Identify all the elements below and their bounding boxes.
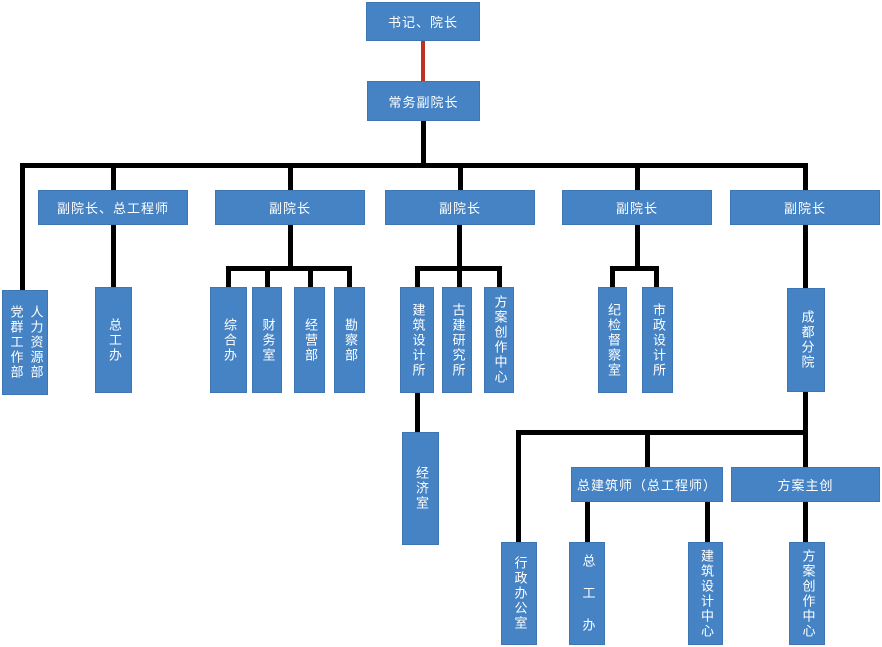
node-label: 方案创作中心: [800, 548, 816, 639]
connector-line: [457, 225, 462, 287]
node-municipal-design-institute[interactable]: 市政设计所: [642, 287, 673, 393]
node-chengdu-branch[interactable]: 成都分院: [787, 288, 825, 392]
node-label-party-mass-dept: 党群工作部: [8, 305, 24, 380]
connector-line: [516, 430, 808, 435]
connector-line: [635, 225, 640, 271]
node-label: 行政办公室: [512, 556, 528, 631]
connector-line: [415, 266, 502, 271]
connector-line: [226, 266, 231, 287]
connector-line: [497, 266, 502, 287]
node-executive-vice-dean[interactable]: 常务副院长: [367, 81, 480, 121]
node-label: 财务室: [260, 317, 276, 363]
node-label: 建筑设计所: [410, 302, 426, 378]
node-party-mass-and-hr-dept[interactable]: 党群工作部 人力资源部: [2, 290, 48, 395]
connector-line: [458, 163, 463, 190]
node-label: 方案创作中心: [492, 295, 508, 385]
node-scheme-lead[interactable]: 方案主创: [731, 467, 880, 502]
connector-line: [288, 163, 293, 190]
connector-line: [516, 430, 521, 542]
node-label: 市政设计所: [650, 302, 666, 378]
node-vice-dean-4[interactable]: 副院长: [730, 190, 880, 225]
connector-line: [111, 163, 116, 190]
connector-line: [226, 266, 352, 271]
connector-line: [610, 266, 659, 271]
node-label: 总工办: [106, 317, 122, 363]
node-label: 副院长: [268, 201, 311, 216]
node-vice-dean-1[interactable]: 副院长: [215, 190, 365, 225]
connector-line: [635, 163, 640, 190]
node-label: 建筑设计中心: [698, 548, 714, 639]
node-architecture-design-institute[interactable]: 建筑设计所: [400, 287, 434, 393]
node-vice-dean-3[interactable]: 副院长: [562, 190, 712, 225]
node-survey-dept[interactable]: 勘察部: [334, 287, 365, 393]
node-general-office[interactable]: 综合办: [210, 287, 247, 393]
connector-line: [347, 266, 352, 287]
node-label: 勘察部: [342, 317, 358, 363]
node-label: 综合办: [221, 317, 237, 363]
node-chief-engineer-office[interactable]: 总工办: [95, 287, 132, 393]
node-label: 常务副院长: [388, 94, 459, 110]
node-secretary-dean[interactable]: 书记、院长: [366, 2, 480, 41]
connector-line: [308, 266, 313, 287]
node-label: 成都分院: [799, 310, 815, 370]
node-label: 纪检督察室: [605, 302, 621, 378]
node-discipline-inspection-office[interactable]: 纪检督察室: [598, 287, 627, 393]
connector-line: [585, 502, 590, 542]
node-label: 总建筑师（总工程师）: [576, 478, 717, 493]
node-label: 方案主创: [777, 478, 834, 493]
node-ancient-architecture-institute[interactable]: 古建研究所: [442, 287, 472, 393]
node-label: 副院长: [615, 201, 658, 216]
node-economics-office[interactable]: 经济室: [402, 432, 439, 545]
node-label: 总 工 办: [580, 554, 596, 633]
connector-red-root: [421, 41, 425, 81]
node-label: 副院长: [783, 201, 826, 216]
node-finance-office[interactable]: 财务室: [252, 287, 282, 393]
node-label: 经济室: [413, 466, 429, 511]
node-chengdu-chief-engineer-office[interactable]: 总 工 办: [569, 542, 605, 645]
node-admin-office[interactable]: 行政办公室: [501, 542, 537, 645]
connector-line: [803, 163, 808, 190]
connector-line: [288, 225, 293, 271]
connector-line: [803, 225, 808, 288]
node-label: 古建研究所: [450, 302, 466, 378]
connector-line: [803, 502, 808, 542]
node-operations-dept[interactable]: 经营部: [294, 287, 325, 393]
node-vice-dean-2[interactable]: 副院长: [385, 190, 535, 225]
connector-line: [645, 430, 650, 467]
connector-line: [654, 266, 659, 287]
node-label: 书记、院长: [387, 15, 458, 30]
connector-line: [705, 502, 710, 542]
connector-line: [20, 163, 807, 168]
node-chengdu-creative-center[interactable]: 方案创作中心: [789, 542, 825, 645]
connector-line: [111, 225, 116, 287]
node-chengdu-architecture-design-center[interactable]: 建筑设计中心: [688, 542, 723, 645]
node-label: 副院长: [438, 201, 481, 216]
connector-line: [803, 392, 808, 467]
connector-line: [415, 266, 420, 287]
node-creative-center[interactable]: 方案创作中心: [484, 287, 514, 393]
connector-line: [415, 393, 420, 432]
node-label: 经营部: [302, 317, 318, 363]
connector-line: [421, 121, 426, 168]
node-label-hr-dept: 人力资源部: [28, 305, 44, 380]
connector-line: [265, 266, 270, 287]
node-vice-dean-chief-engineer[interactable]: 副院长、总工程师: [38, 190, 188, 225]
node-chief-architect[interactable]: 总建筑师（总工程师）: [571, 467, 723, 502]
connector-line: [20, 163, 25, 290]
node-label: 副院长、总工程师: [56, 201, 169, 216]
connector-line: [610, 266, 615, 287]
